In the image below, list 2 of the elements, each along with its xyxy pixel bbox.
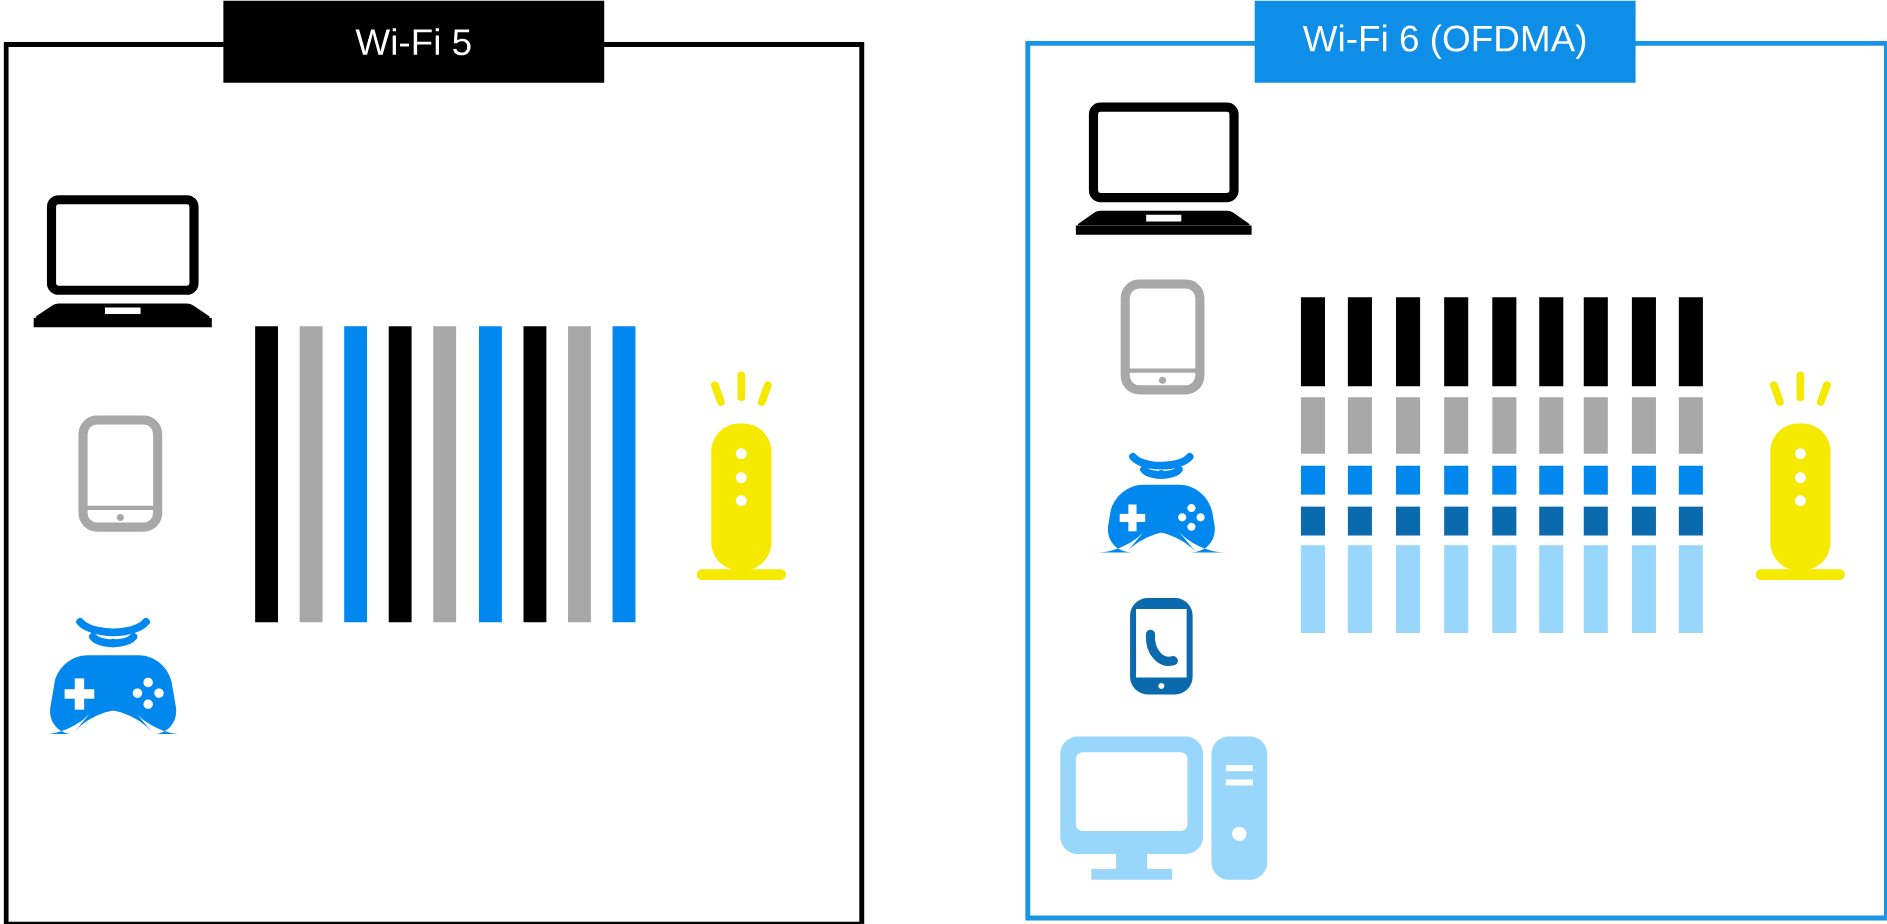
panel: Wi-Fi 6 (OFDMA) <box>1025 0 1887 921</box>
panel: Wi-Fi 5 <box>3 0 865 924</box>
